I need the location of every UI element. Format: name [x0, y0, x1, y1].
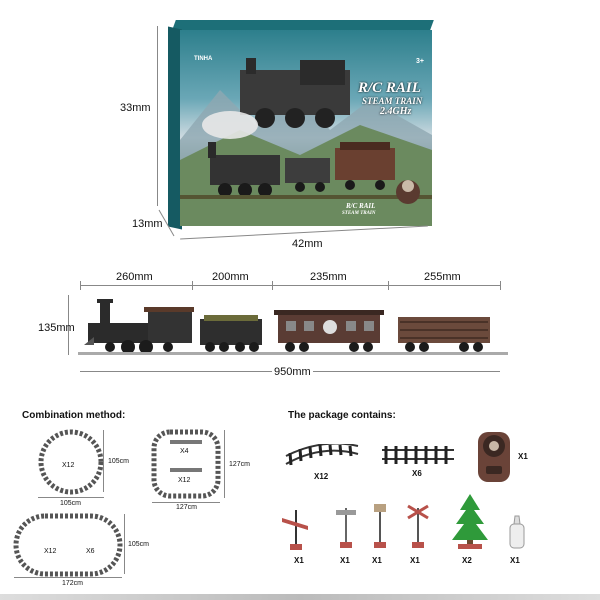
square-top-count: X4	[180, 448, 189, 455]
crossing-count: X1	[410, 556, 420, 565]
box-front-subtitle: STEAM TRAIN	[342, 211, 376, 216]
train-height-line	[68, 295, 69, 355]
circle-height-label: 105cm	[108, 458, 130, 465]
square-bottom-count: X12	[178, 477, 191, 484]
signal-count: X1	[294, 556, 304, 565]
box-height-line	[157, 26, 158, 206]
light-signal-icon	[336, 508, 356, 548]
circle-width-label: 105cm	[60, 500, 82, 507]
controller-count: X1	[518, 452, 528, 461]
combination-heading: Combination method:	[22, 410, 126, 421]
tree-icon	[452, 494, 488, 549]
circle-height-line	[103, 430, 104, 492]
train-divider-4	[388, 281, 389, 290]
train-total-label: 950mm	[272, 366, 313, 378]
circle-width-line	[38, 497, 104, 498]
oval-height-line	[124, 514, 125, 574]
box-subtitle: STEAM TRAIN	[362, 96, 423, 106]
caboose-car	[274, 310, 384, 352]
square-height-line	[224, 430, 225, 498]
box-illustration	[180, 58, 432, 226]
oval-count-2: X6	[86, 548, 95, 555]
car4-length-label: 255mm	[424, 271, 461, 283]
box-front-title: R/C RAIL	[346, 202, 376, 210]
bottle-count: X1	[510, 556, 520, 565]
bottom-strip	[0, 594, 600, 600]
box-height-label: 33mm	[120, 102, 151, 114]
age-badge: 3+	[416, 58, 424, 65]
signal-icon	[282, 510, 308, 550]
train-illustration	[78, 299, 508, 355]
train-top-line	[80, 285, 500, 286]
train-divider-5	[500, 281, 501, 290]
car1-length-label: 260mm	[116, 271, 153, 283]
square-width-line	[152, 502, 220, 503]
package-heading: The package contains:	[288, 410, 396, 421]
brand-logo: TINHA	[194, 56, 213, 62]
oval-width-label: 172cm	[62, 580, 84, 587]
square-height-label: 127cm	[229, 461, 251, 468]
controller-icon	[478, 432, 510, 482]
product-box: TINHA 3+ R/C RAIL STEAM TRAIN 2.4GHz R/C…	[168, 20, 436, 235]
tree-count: X2	[462, 556, 472, 565]
curved-track-count: X12	[314, 472, 329, 481]
straight-track-count: X6	[412, 469, 422, 478]
tender-car	[200, 315, 262, 352]
crossing-sign-icon	[407, 504, 429, 548]
locomotive	[84, 299, 194, 354]
square-width-label: 127cm	[176, 504, 198, 511]
box-top-face	[172, 20, 434, 30]
freight-car	[398, 317, 490, 352]
car2-length-label: 200mm	[212, 271, 249, 283]
car3-length-label: 235mm	[310, 271, 347, 283]
oval-height-label: 105cm	[128, 541, 150, 548]
box-depth-label: 13mm	[132, 218, 163, 230]
train-divider-3	[272, 281, 273, 290]
light-count: X1	[340, 556, 350, 565]
box-frequency: 2.4GHz	[380, 106, 412, 117]
box-front-face: TINHA 3+ R/C RAIL STEAM TRAIN 2.4GHz R/C…	[180, 30, 432, 226]
smoke-oil-bottle-icon	[509, 515, 525, 549]
train-height-label: 135mm	[38, 322, 75, 334]
train-divider-2	[192, 281, 193, 290]
rounded-square-layout	[151, 429, 221, 499]
oval-count-1: X12	[44, 548, 57, 555]
oval-width-line	[14, 577, 122, 578]
train-divider-1	[80, 281, 81, 290]
lamp-post-icon	[374, 504, 386, 548]
box-title: R/C RAIL	[358, 80, 421, 96]
curved-track-icon	[285, 444, 359, 466]
oval-layout	[13, 513, 123, 577]
straight-track-icon	[382, 446, 454, 464]
lamp-count: X1	[372, 556, 382, 565]
box-width-label: 42mm	[292, 238, 323, 250]
circle-layout	[38, 429, 104, 495]
circle-count: X12	[62, 462, 75, 469]
